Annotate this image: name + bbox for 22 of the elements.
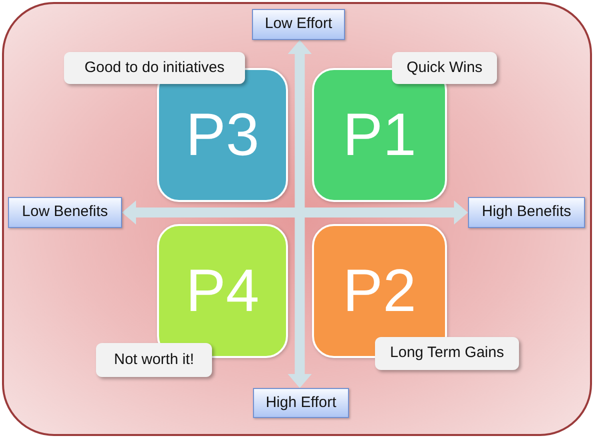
horizontal-axis-arrow (122, 200, 468, 224)
priority-label: P4 (186, 261, 260, 321)
priority-label: P2 (342, 261, 416, 321)
priority-label: P1 (342, 105, 416, 165)
axis-label-tag (8, 197, 122, 228)
priority-label: P3 (186, 105, 260, 165)
callout-text: Good to do initiatives (84, 58, 225, 78)
callout-bubble (64, 52, 245, 84)
axis-label: High Effort (266, 392, 336, 413)
axis-label-tag (252, 9, 345, 40)
callout-text: Quick Wins (406, 58, 482, 78)
vertical-axis-arrow (288, 40, 312, 388)
axis-label: High Benefits (482, 202, 572, 222)
callout-text: Long Term Gains (390, 343, 504, 364)
callout-text: Not worth it! (114, 350, 194, 370)
callout-bubble (375, 337, 519, 370)
axis-label-tag (253, 388, 349, 418)
callout-bubble (96, 343, 212, 377)
axis-label: Low Effort (264, 14, 332, 34)
callout-bubble (392, 52, 497, 84)
axis-label: Low Benefits (22, 202, 108, 222)
axis-label-tag (468, 197, 585, 228)
